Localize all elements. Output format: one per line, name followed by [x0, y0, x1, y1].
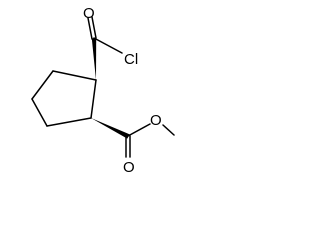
ring-bond-c3-c4: [46, 117, 92, 127]
ring-bond-c1-c2: [52, 70, 97, 81]
acyl-carbonyl-bond-b: [91, 16, 97, 39]
acyl-chloride-group: O Cl: [83, 5, 138, 80]
acyl-oxygen-label: O: [83, 5, 95, 22]
ring-bond-c5-c1: [31, 70, 54, 100]
methyl-ester-group: O O: [91, 112, 175, 176]
ring-bond-c2-c3: [90, 79, 97, 119]
ester-c-o-bond: [127, 123, 151, 137]
wedge-bond-acyl: [91, 37, 97, 80]
ester-oxygen-label: O: [150, 112, 162, 129]
chlorine-label: Cl: [124, 51, 138, 68]
chemical-structure: O Cl O O: [31, 5, 175, 176]
wedge-bond-ester: [91, 118, 130, 139]
carbonyl-oxygen-label: O: [123, 159, 135, 176]
acyl-c-cl-bond: [93, 37, 123, 54]
acyl-carbonyl-bond-a: [87, 17, 93, 40]
cyclopentane-ring: [31, 70, 97, 127]
ester-o-methyl-bond: [162, 124, 175, 136]
ring-bond-c4-c5: [31, 98, 48, 127]
